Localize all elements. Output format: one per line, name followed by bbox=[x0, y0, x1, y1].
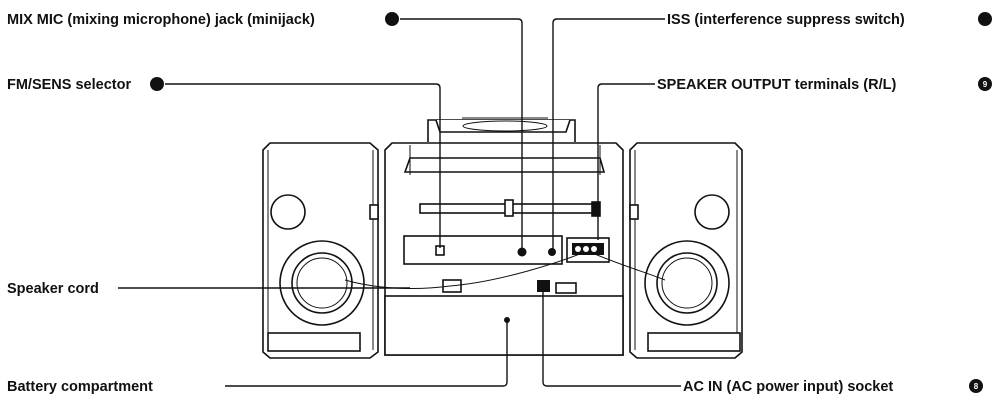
battery-label: Battery compartment bbox=[7, 379, 153, 395]
ac-in-socket-icon bbox=[537, 280, 550, 292]
left-tweeter-icon bbox=[270, 194, 306, 230]
mix-mic-jack-icon bbox=[517, 247, 527, 257]
callout-labels: MIX MIC (mixing microphone) jack (minija… bbox=[7, 12, 992, 395]
iss-label: ISS (interference suppress switch) bbox=[667, 12, 905, 28]
ac-in-label: AC IN (AC power input) socket bbox=[683, 379, 893, 395]
stereo-unit-illustration bbox=[262, 117, 743, 359]
speaker-output-label: SPEAKER OUTPUT terminals (R/L) bbox=[657, 77, 896, 93]
mix-mic-label: MIX MIC (mixing microphone) jack (minija… bbox=[7, 12, 315, 28]
callout-mix-mic: MIX MIC (mixing microphone) jack (minija… bbox=[7, 12, 399, 28]
callout-iss: ISS (interference suppress switch) bbox=[667, 12, 992, 28]
callout-speaker-output: SPEAKER OUTPUT terminals (R/L) 9 bbox=[657, 77, 992, 93]
fm-sens-label: FM/SENS selector bbox=[7, 77, 131, 93]
callout-speaker-cord: Speaker cord bbox=[7, 281, 99, 297]
callout-fm-sens: FM/SENS selector bbox=[7, 77, 164, 93]
speaker-cord-right bbox=[589, 251, 666, 281]
iss-marker-icon bbox=[978, 12, 992, 26]
right-speaker-box bbox=[629, 142, 743, 359]
ac-in-marker-number: 8 bbox=[974, 382, 979, 391]
fm-sens-marker-icon bbox=[150, 77, 164, 91]
speaker-cord-left bbox=[344, 251, 586, 289]
callout-ac-in: AC IN (AC power input) socket 8 bbox=[683, 379, 983, 395]
callout-battery: Battery compartment bbox=[7, 379, 153, 395]
mix-mic-marker-icon bbox=[385, 12, 399, 26]
main-unit bbox=[384, 117, 624, 356]
ac-in-marker-icon bbox=[969, 379, 983, 393]
leader-lines bbox=[118, 18, 681, 387]
speaker-output-marker-number: 9 bbox=[983, 80, 988, 89]
left-speaker-box bbox=[262, 142, 379, 359]
speaker-cord-label: Speaker cord bbox=[7, 281, 99, 297]
iss-switch-icon bbox=[548, 248, 556, 256]
speaker-output-marker-icon bbox=[978, 77, 992, 91]
right-tweeter-icon bbox=[694, 194, 730, 230]
